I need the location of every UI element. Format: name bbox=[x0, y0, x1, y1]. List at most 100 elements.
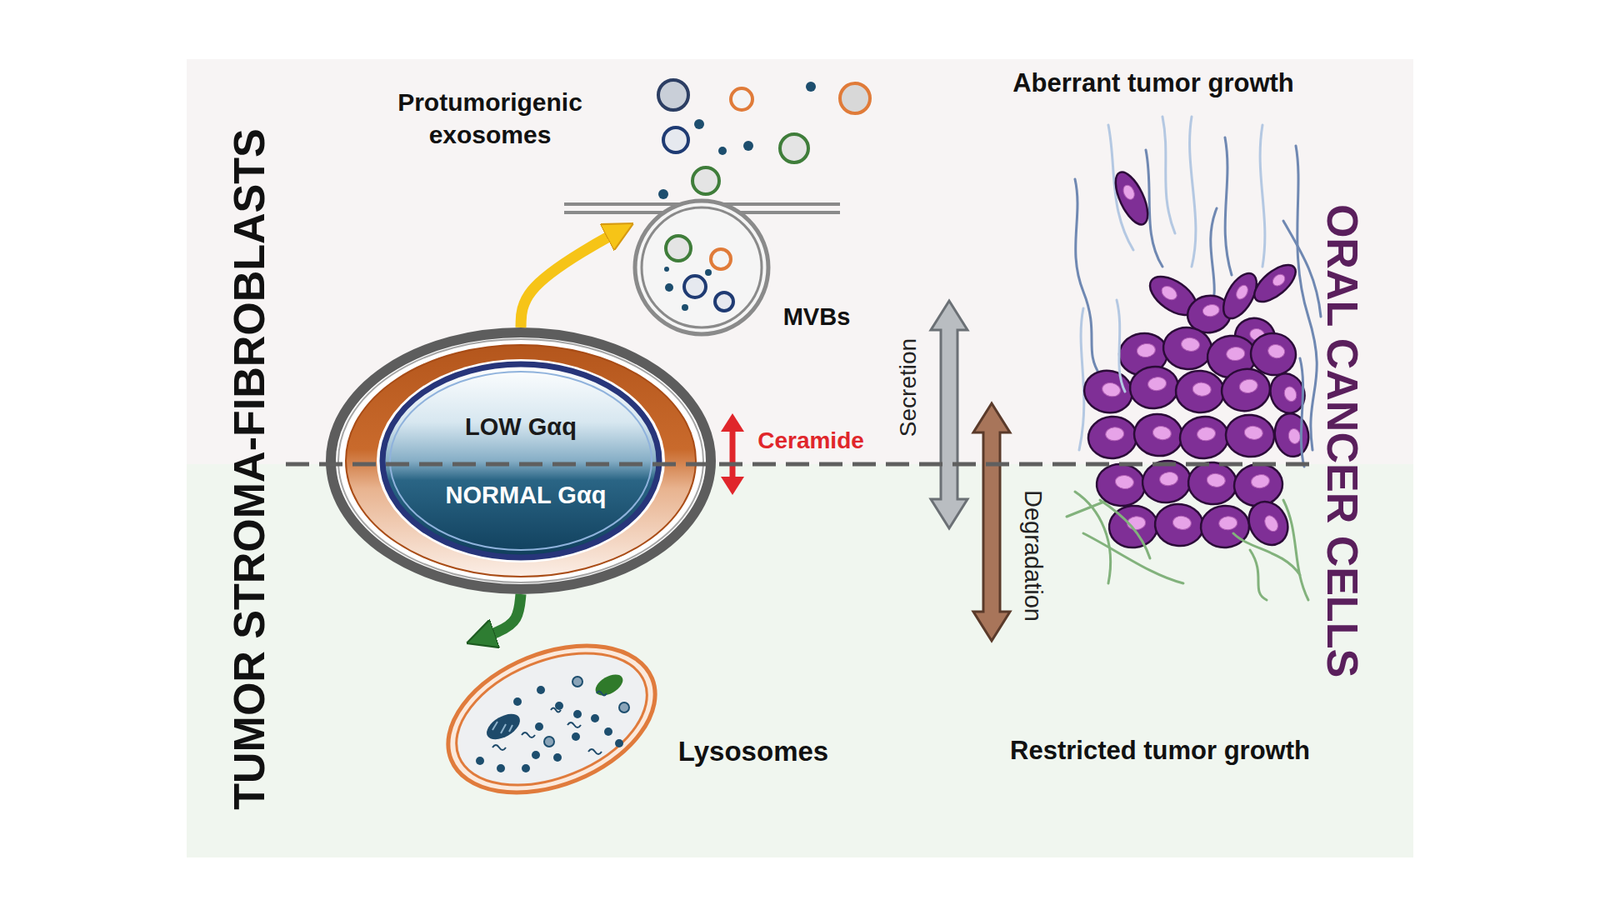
cancer-cell-cluster bbox=[1159, 283, 1180, 303]
lysosome-body bbox=[513, 697, 522, 706]
process-label: Degradation bbox=[1016, 490, 1049, 622]
cancer-cell-cluster bbox=[1128, 364, 1181, 411]
cancer-cell-cluster bbox=[1109, 167, 1155, 229]
cancer-cell-cluster bbox=[1225, 346, 1245, 362]
cell-body bbox=[330, 332, 711, 590]
cancer-cell-cluster bbox=[1218, 515, 1238, 530]
cancer-cell-cluster bbox=[1161, 325, 1215, 372]
ceramide-arrow bbox=[720, 413, 745, 495]
mvb-body bbox=[681, 304, 689, 311]
mvb-body bbox=[664, 266, 670, 272]
cell-body bbox=[330, 332, 711, 590]
cancer-cell-cluster bbox=[1186, 460, 1239, 507]
lysosome-body bbox=[596, 691, 607, 696]
ceramide-arrow bbox=[720, 476, 745, 495]
exosome-label: Protumorigenic exosomes bbox=[369, 85, 611, 151]
ceramide-label: Ceramide bbox=[757, 425, 865, 456]
mvb-body bbox=[665, 283, 674, 292]
node-outline bbox=[633, 199, 770, 336]
lysosome-body bbox=[572, 676, 583, 687]
cancer-cell-cluster bbox=[1201, 303, 1220, 318]
stroma-fibers bbox=[1225, 137, 1232, 275]
lysosome-body bbox=[571, 732, 580, 741]
lysosome-body bbox=[492, 721, 513, 734]
cancer-cell-cluster bbox=[1086, 415, 1138, 460]
cancer-cell-cluster bbox=[1266, 343, 1285, 360]
cancer-cell-cluster bbox=[1131, 410, 1185, 460]
cell-body bbox=[382, 364, 660, 558]
node-outline bbox=[442, 643, 661, 795]
side-title: TUMOR STROMA-FIBROBLASTS bbox=[221, 128, 279, 810]
node-label: MVBs bbox=[783, 303, 851, 331]
cancer-cell-cluster bbox=[1174, 369, 1225, 415]
cancer-cell-cluster bbox=[1262, 513, 1281, 534]
cancer-cell-cluster bbox=[1270, 271, 1288, 288]
lysosome-body bbox=[590, 714, 600, 723]
side-title: ORAL CANCER CELLS bbox=[1313, 204, 1370, 678]
lysosome-body bbox=[604, 727, 613, 736]
cancer-cell-cluster bbox=[1080, 366, 1136, 418]
cancer-cell-cluster bbox=[1086, 415, 1138, 460]
cancer-cell-cluster bbox=[1159, 470, 1180, 487]
cancer-cell-cluster bbox=[1128, 364, 1181, 411]
cancer-cell-cluster bbox=[1105, 426, 1125, 441]
mvb-vesicle: MVBs bbox=[633, 199, 770, 336]
divider-dashed-line bbox=[285, 462, 1311, 467]
mvb-body bbox=[715, 292, 734, 311]
cancer-cell-cluster bbox=[1282, 385, 1299, 404]
lysosome-body bbox=[426, 617, 677, 821]
cancer-cell-cluster bbox=[1178, 414, 1231, 461]
cell-body bbox=[390, 371, 652, 550]
exosomes bbox=[840, 83, 870, 114]
mvb-body bbox=[641, 207, 762, 328]
cancer-cell-cluster bbox=[1178, 414, 1231, 461]
ceramide-arrow bbox=[730, 429, 736, 480]
secretion-pathway-arrow bbox=[520, 223, 634, 328]
lysosome-body bbox=[496, 764, 505, 773]
cancer-cell-cluster bbox=[1271, 410, 1312, 460]
cancer-cell-cluster bbox=[1196, 426, 1217, 442]
cancer-cell-cluster bbox=[1224, 413, 1276, 460]
cancer-cell-cluster bbox=[1131, 410, 1185, 460]
cancer-cell-cluster bbox=[1140, 458, 1194, 506]
cancer-cell-cluster bbox=[1161, 325, 1215, 372]
front-fibers bbox=[1116, 300, 1125, 392]
lysosome-body bbox=[553, 753, 562, 762]
cancer-cell-cluster bbox=[1218, 365, 1274, 415]
node-label: Lysosomes bbox=[678, 735, 829, 768]
secretion-arrow bbox=[930, 300, 968, 529]
cancer-cell-cluster bbox=[1152, 501, 1206, 550]
cancer-cell-cluster bbox=[1135, 342, 1156, 359]
lysosome-body bbox=[482, 709, 525, 745]
lysosome-body bbox=[426, 617, 677, 821]
front-fibers bbox=[1300, 358, 1305, 467]
cancer-cell-cluster bbox=[1206, 472, 1226, 488]
cancer-cell-cluster bbox=[1199, 504, 1250, 550]
node-outline bbox=[325, 327, 716, 595]
cancer-cell-cluster bbox=[1151, 425, 1172, 441]
mvb-body bbox=[635, 200, 769, 335]
exosomes bbox=[780, 134, 809, 163]
mvb-body bbox=[710, 249, 731, 270]
exosomes bbox=[663, 127, 689, 153]
ceramide-arrow bbox=[720, 413, 745, 432]
cancer-cell-cluster bbox=[1147, 375, 1168, 391]
front-fibers bbox=[1100, 500, 1150, 559]
exosomes bbox=[730, 88, 753, 110]
lysosome-body bbox=[550, 708, 561, 713]
exosomes bbox=[743, 140, 754, 151]
exosomes bbox=[805, 81, 816, 92]
stroma-fibers bbox=[1190, 116, 1196, 267]
mvb-body bbox=[665, 235, 691, 261]
cancer-cell-cluster bbox=[1100, 381, 1122, 399]
degradation-arrow bbox=[973, 403, 1010, 641]
fibroblast-cell: LOW GαqNORMAL Gαq bbox=[325, 327, 716, 595]
cancer-cell-cluster bbox=[1224, 413, 1276, 460]
exosomes bbox=[718, 146, 727, 155]
lysosome: Lysosomes bbox=[442, 643, 661, 795]
lysosome-body bbox=[567, 722, 581, 728]
cancer-cell-cluster bbox=[1271, 410, 1312, 460]
cancer-cell-cluster bbox=[1080, 167, 1312, 552]
stroma-fibers bbox=[1283, 500, 1309, 600]
